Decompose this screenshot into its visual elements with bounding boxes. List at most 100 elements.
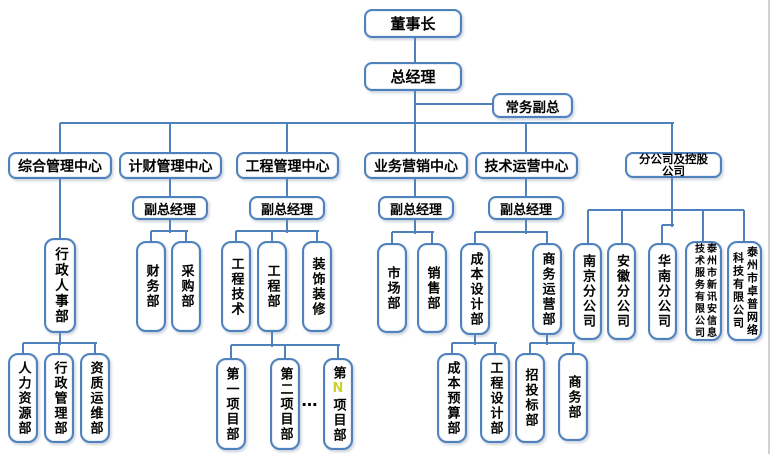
- highlighted-char-n: N: [330, 380, 346, 398]
- connector-line: [286, 179, 288, 196]
- connector-line: [474, 232, 476, 243]
- node-label: 第一项目部: [223, 366, 239, 442]
- node-deputy-gm-tech-ops: 副总经理: [488, 196, 564, 220]
- node-label: 泰州市卓普网络科技有限公司: [731, 245, 759, 337]
- connector-line: [671, 210, 673, 227]
- node-eng-tech-dept: 工程技术: [221, 241, 251, 332]
- label-part: 项目部: [330, 397, 346, 443]
- node-label: 招投标部: [522, 368, 538, 428]
- connector-line: [286, 123, 288, 152]
- connector-line: [94, 343, 96, 353]
- connector-line: [316, 231, 318, 241]
- node-cost-budget-dept: 成本预算部: [437, 353, 467, 443]
- node-label: 副总经理: [143, 202, 196, 218]
- connector-line: [169, 179, 171, 196]
- connector-line: [392, 231, 434, 233]
- node-project-1: 第一项目部: [216, 358, 246, 450]
- node-chairman: 董事长: [364, 9, 462, 38]
- connector-line: [414, 179, 416, 196]
- node-center-branches: 分公司及控股公司: [625, 152, 722, 178]
- connector-line: [415, 103, 492, 105]
- connector-line: [271, 231, 273, 241]
- connector-line: [494, 343, 496, 353]
- node-deputy-gm-finance: 副总经理: [132, 196, 208, 220]
- connector-line: [431, 232, 433, 243]
- node-bidding-dept: 招投标部: [515, 353, 545, 443]
- node-label: 行政管理部: [51, 360, 67, 436]
- node-label: 南京分公司: [580, 254, 595, 329]
- node-label: 第二项目部: [277, 366, 293, 442]
- connector-line: [169, 123, 171, 152]
- node-general-manager: 总经理: [364, 62, 462, 91]
- node-label: 成本预算部: [444, 360, 460, 436]
- node-commerce-dept: 商务部: [558, 353, 588, 441]
- node-label: 市场部: [384, 265, 400, 311]
- node-cost-design-dept: 成本设计部: [460, 243, 490, 335]
- connector-line: [743, 210, 745, 241]
- node-center-engineering: 工程管理中心: [236, 152, 339, 179]
- node-admin-hr-dept: 行政人事部: [44, 238, 76, 333]
- connector-line: [151, 230, 188, 232]
- connector-line: [452, 342, 497, 344]
- connector-line: [235, 231, 237, 241]
- node-south-china-branch: 华南分公司: [648, 243, 677, 340]
- connector-line: [150, 231, 152, 241]
- connector-line: [671, 178, 673, 212]
- connector-line: [59, 179, 61, 238]
- node-label: 商务部: [565, 374, 581, 420]
- connector-line: [661, 225, 663, 243]
- connector-line: [546, 232, 548, 243]
- node-executive-deputy-gm: 常务副总: [492, 93, 573, 118]
- connector-line: [286, 220, 288, 233]
- node-nanjing-branch: 南京分公司: [573, 243, 602, 340]
- node-center-tech-ops: 技术运营中心: [475, 152, 578, 179]
- node-project-2: 第二项目部: [270, 358, 300, 450]
- connector-line: [59, 333, 61, 345]
- node-purchasing-dept: 采购部: [171, 241, 201, 332]
- window-edge: [768, 0, 770, 454]
- connector-line: [530, 342, 575, 344]
- node-label: 装饰装修: [309, 256, 325, 317]
- connector-line: [60, 122, 674, 124]
- node-decoration-dept: 装饰装修: [302, 241, 332, 332]
- node-label: 技术运营中心: [484, 158, 569, 175]
- node-label: 总经理: [390, 68, 436, 86]
- node-center-general-admin: 综合管理中心: [8, 152, 112, 179]
- connector-line: [185, 231, 187, 241]
- connector-line: [59, 123, 61, 152]
- connector-line: [271, 332, 273, 347]
- node-label: 华南分公司: [655, 254, 670, 329]
- connector-line: [337, 345, 339, 358]
- node-deputy-gm-engineering: 副总经理: [249, 196, 325, 220]
- node-label: 行政人事部: [52, 246, 68, 325]
- node-label: 安徽分公司: [614, 254, 629, 329]
- connector-line: [525, 123, 527, 152]
- connector-line: [414, 91, 416, 124]
- connector-line: [414, 220, 416, 234]
- connector-line: [621, 210, 623, 243]
- node-business-ops-dept: 商务运营部: [532, 243, 562, 335]
- connector-line: [662, 224, 674, 226]
- connector-line: [22, 343, 24, 353]
- connector-line: [525, 179, 527, 196]
- connector-line: [587, 210, 589, 243]
- connector-line: [475, 231, 548, 233]
- node-label: 综合管理中心: [18, 158, 102, 175]
- node-label: 商务运营部: [539, 251, 555, 327]
- node-label: 资质运维部: [87, 360, 103, 436]
- connector-line: [546, 335, 548, 345]
- node-label: 工程设计部: [487, 360, 503, 436]
- node-eng-design-dept: 工程设计部: [480, 353, 510, 443]
- connector-line: [414, 38, 416, 62]
- node-label: 工程技术: [228, 256, 244, 317]
- node-label: 成本设计部: [467, 251, 483, 327]
- node-label: 董事长: [390, 15, 436, 33]
- connector-line: [23, 342, 97, 344]
- node-finance-dept: 财务部: [136, 241, 166, 332]
- node-sales-dept: 销售部: [417, 243, 447, 333]
- connector-line: [284, 345, 286, 358]
- node-label: 副总经理: [260, 202, 313, 218]
- node-label: 人力资源部: [15, 360, 31, 436]
- connector-line: [414, 123, 416, 152]
